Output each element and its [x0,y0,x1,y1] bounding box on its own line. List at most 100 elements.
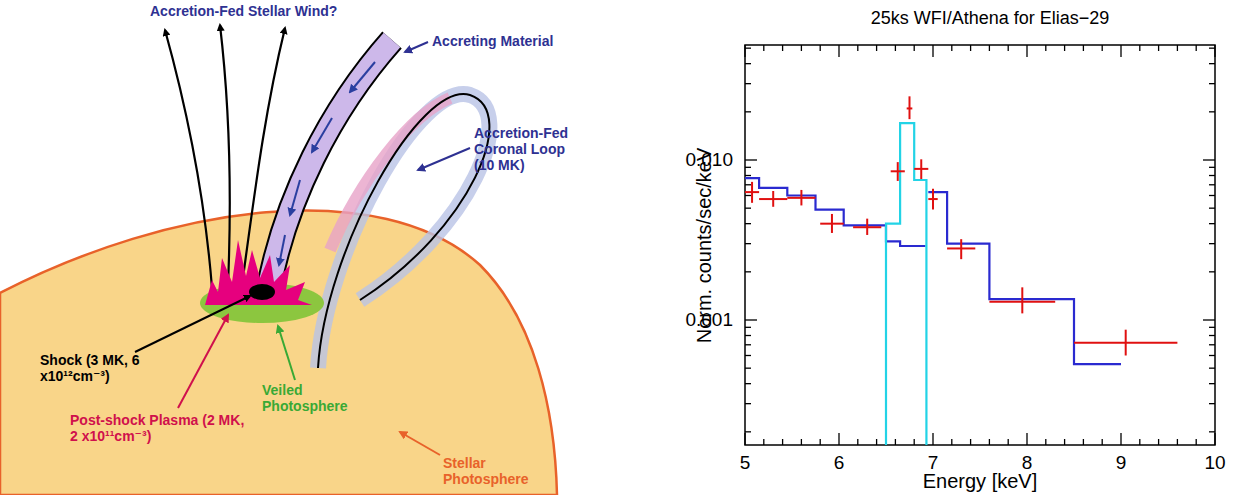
plot-title: 25ks WFI/Athena for Elias−29 [871,8,1110,29]
y-tick [1209,431,1215,432]
y-tick [745,195,751,196]
error-bar [1125,330,1127,356]
y-tick [745,403,751,404]
tick-label: 9 [1116,452,1127,474]
y-tick [745,368,751,369]
y-tick [1209,83,1215,84]
x-tick [763,45,764,51]
x-tick [1214,45,1215,57]
leader-arrow [418,148,470,170]
x-tick [914,439,915,445]
field-line [165,30,212,288]
error-bar [909,96,911,119]
x-tick [1158,45,1159,51]
x-tick [1214,433,1215,445]
y-tick [745,63,751,64]
callout-label: Post-shock Plasma (2 MK, 2 x10¹¹cm⁻³) [70,412,245,444]
x-tick [1120,433,1121,445]
y-tick [1209,175,1215,176]
y-tick [745,383,751,384]
x-tick [1158,439,1159,445]
x-tick [1064,439,1065,445]
field-line [220,25,230,285]
accretion-stream [268,40,392,292]
x-tick [1045,439,1046,445]
y-tick [745,271,751,272]
leader-arrow [178,315,228,408]
x-tick [763,439,764,445]
error-bar [1021,287,1023,313]
y-tick [1209,167,1215,168]
y-tick [745,159,757,160]
x-tick [1102,45,1103,51]
x-tick [1045,45,1046,51]
y-tick [745,208,751,209]
loop-glow [318,94,489,368]
x-tick [1083,45,1084,51]
line-component [886,123,926,445]
error-bar [866,219,868,235]
error-bar [800,190,802,206]
plot-data [745,45,1215,445]
shock [249,284,275,300]
error-bar [831,214,833,233]
post-shock-plasma [205,240,312,305]
y-tick [1209,327,1215,328]
y-tick [745,431,751,432]
y-tick [745,111,751,112]
callout-label: Stellar Photosphere [443,455,538,487]
x-tick [1064,45,1065,51]
y-tick [1209,243,1215,244]
callout-label: Veiled Photosphere [262,382,357,414]
y-tick [745,243,751,244]
callout-label: Accretion-Fed Stellar Wind? [150,3,410,19]
flow-arrow [350,62,375,92]
x-tick [744,433,745,445]
error-bar [751,182,753,203]
x-tick [1102,439,1103,445]
x-tick [1196,439,1197,445]
stream-edge [268,40,392,292]
y-tick [1209,368,1215,369]
y-tick [1209,184,1215,185]
tick-label: 0.010 [685,149,733,171]
callout-label: Shock (3 MK, 6 x10¹²cm⁻³) [40,352,210,384]
x-tick [1139,45,1140,51]
x-tick [857,45,858,51]
x-tick [914,45,915,51]
tick-label: 6 [834,452,845,474]
x-tick [1196,45,1197,51]
y-tick [1209,223,1215,224]
error-bar [897,162,899,181]
y-tick [1209,335,1215,336]
y-tick [1209,383,1215,384]
x-tick [932,45,933,57]
x-tick [1120,45,1121,57]
y-tick [1209,208,1215,209]
x-tick [989,45,990,51]
flow-arrow [312,118,332,152]
y-tick [745,184,751,185]
model-histogram [928,192,1121,364]
callout-label: Accretion-Fed Coronal Loop (10 MK) [474,125,582,173]
y-tick [1209,344,1215,345]
x-tick [876,45,877,51]
y-tick [745,319,757,320]
leader-arrow [405,42,428,52]
y-tick [745,167,751,168]
x-tick [1177,45,1178,51]
x-tick [838,45,839,57]
y-tick [745,223,751,224]
x-tick [951,45,952,51]
y-tick [745,83,751,84]
y-tick [1209,403,1215,404]
flow-arrow [279,235,285,265]
x-tick [1026,433,1027,445]
error-bar [932,189,934,210]
plot-frame [745,45,1215,445]
leader-arrow [135,296,250,352]
x-tick [744,45,745,57]
x-tick [820,45,821,51]
y-tick [1209,111,1215,112]
y-tick [745,175,751,176]
